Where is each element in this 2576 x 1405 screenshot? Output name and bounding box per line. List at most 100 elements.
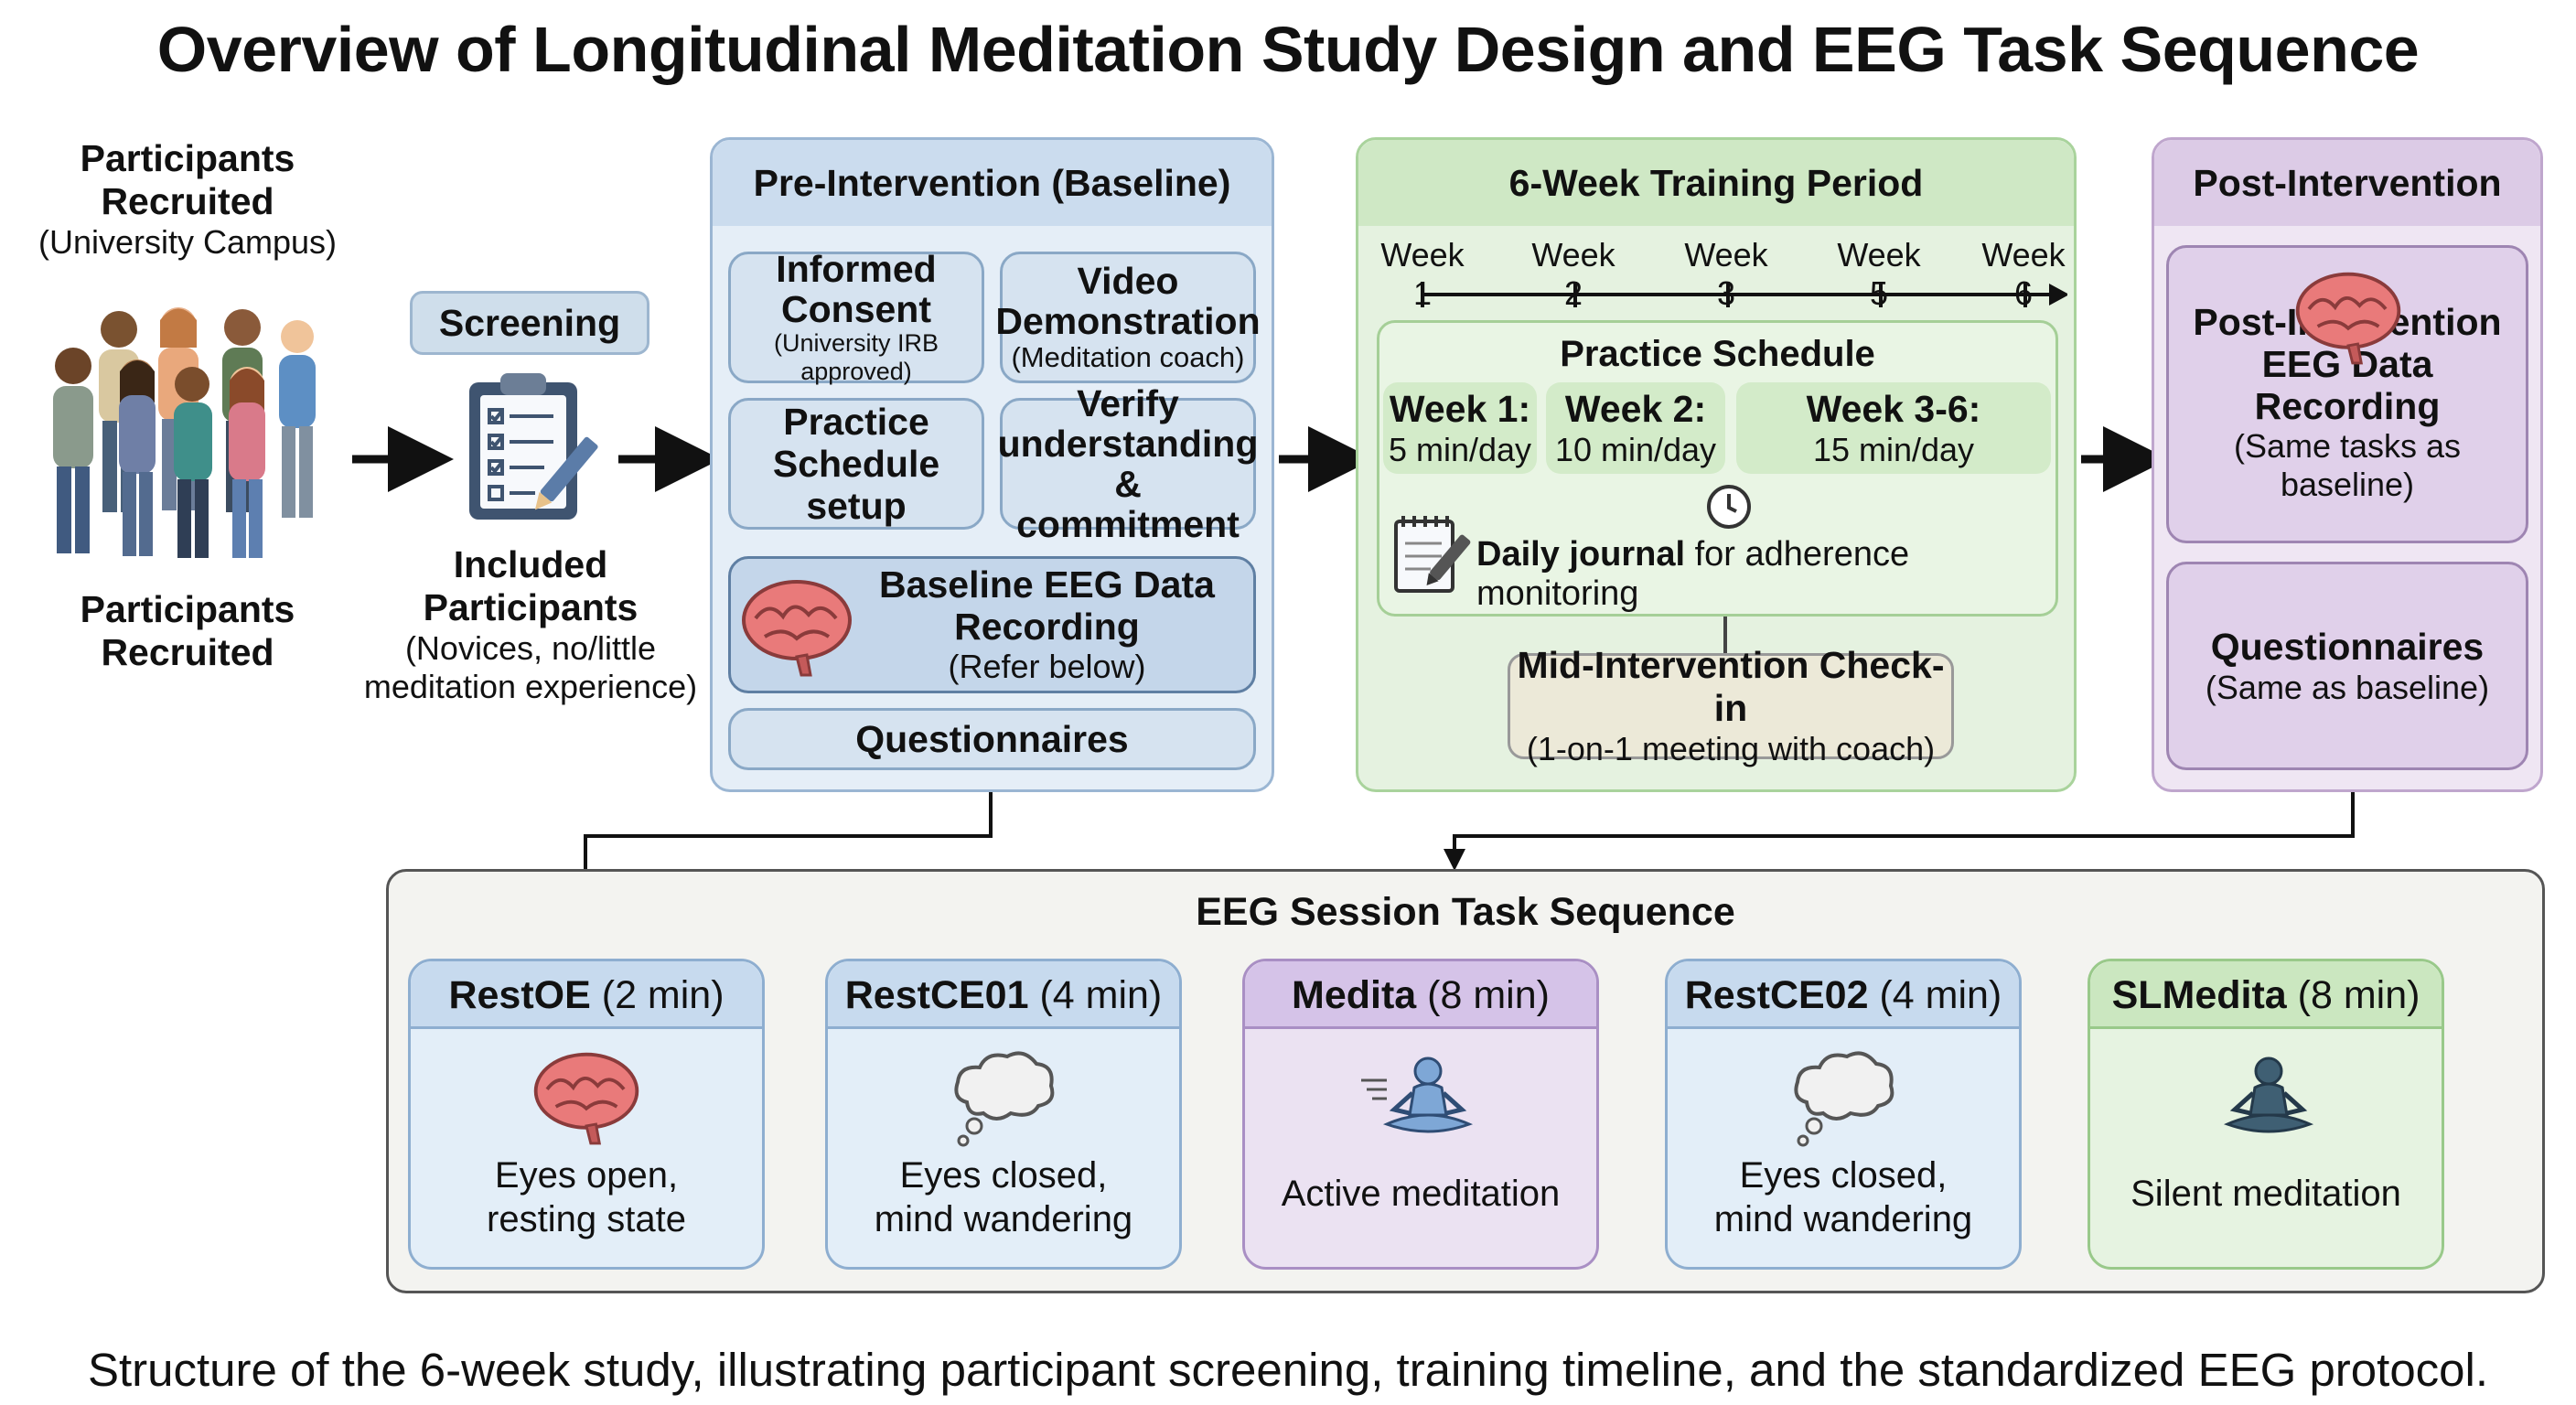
schedule-week1-value: 5 min/day [1388,430,1532,468]
week-label-5: Week 6 [1981,236,2066,312]
clock-icon [1707,485,1751,529]
pre-intervention-title: Pre-Intervention (Baseline) [713,140,1272,226]
schedule-week2-label: Week 2: [1564,387,1707,430]
clipboard-checklist-icon [469,373,598,520]
task-restoe-duration: (2 min) [590,973,724,1017]
task-restce02-line2: mind wandering [1713,1199,1973,1239]
task-restce01-name: RestCE01 [844,973,1029,1017]
arrow-post-to-eeg [1444,792,2355,871]
schedule-week3-6-label: Week 3-6: [1806,387,1981,430]
task-slmedita-head: SLMedita (8 min) [2090,961,2442,1029]
task-restce01: RestCE01 (4 min) Eyes closed, mind wande… [825,959,1182,1270]
video-line2: Demonstration [995,300,1261,342]
video-line1: Video [1077,260,1179,302]
task-restoe-head: RestOE (2 min) [411,961,762,1029]
practice-schedule-title: Practice Schedule [1560,334,1875,374]
pre-questionnaires-label: Questionnaires [855,717,1129,760]
figure-caption: Structure of the 6-week study, illustrat… [87,1344,2489,1396]
participants-group-icon [53,307,316,558]
informed-consent-box: Informed Consent (University IRB approve… [728,248,984,385]
post-intervention-title: Post-Intervention [2154,140,2540,226]
baseline-eeg-line2: Recording [954,606,1140,648]
task-medita-duration: (8 min) [1416,973,1550,1017]
recruit-top-line2: Recruited [101,180,274,222]
checkin-connector [1723,617,1727,653]
recruit-bottom-line1: Participants [80,588,295,630]
post-questionnaires-title: Questionnaires [2210,625,2485,668]
included-sub2: meditation experience) [363,668,698,705]
included-participants: Included Participants (Novices, no/littl… [348,543,714,706]
baseline-eeg-sub: (Refer below) [948,648,1146,685]
screening-box: Screening [410,291,649,355]
task-medita-head: Medita (8 min) [1245,961,1596,1029]
daily-journal-text: Daily journal for adherence monitoring [1476,535,2062,614]
consent-line1: Informed [776,248,937,290]
meditation-icon [1361,1056,1474,1133]
task-restce01-head: RestCE01 (4 min) [828,961,1179,1029]
journal-pen-icon [1394,516,1471,593]
task-medita-name: Medita [1292,973,1417,1017]
checkin-title: Mid-Intervention Check-in [1517,644,1945,729]
schedule-week2-value: 10 min/day [1554,430,1717,468]
included-sub1: (Novices, no/little [404,629,657,667]
practice-schedule-setup-box: Practice Schedule setup [728,398,984,530]
task-restce02-name: RestCE02 [1684,973,1869,1017]
schedule-week2: Week 2: 10 min/day [1546,382,1725,474]
daily-journal-rest: for adherence monitoring [1476,535,1910,613]
daily-journal-bold: Daily journal [1476,535,1686,574]
meditation-icon [2223,1056,2314,1133]
recruit-top-line1: Participants [80,137,295,179]
task-slmedita-duration: (8 min) [2286,973,2420,1017]
schedule-week1-label: Week 1: [1389,387,1531,430]
task-restce01-line1: Eyes closed, [899,1155,1108,1196]
video-sub: (Meditation coach) [1011,341,1245,373]
task-restoe: RestOE (2 min) Eyes open, resting state [408,959,765,1270]
included-line1: Included [453,543,608,585]
post-eeg-sub: (Same tasks as baseline) [2233,427,2462,503]
training-timeline [1421,282,2067,307]
baseline-eeg-line1: Baseline EEG Data [879,563,1215,606]
thought-cloud-icon [1794,1051,1894,1147]
screening-label: Screening [438,301,621,344]
task-restce02-line1: Eyes closed, [1739,1155,1948,1196]
recruit-top: Participants Recruited (University Campu… [9,137,366,262]
task-restoe-name: RestOE [448,973,591,1017]
recruit-bottom: Participants Recruited [9,588,366,674]
week-label-4: Week 5 [1837,236,1921,312]
task-slmedita: SLMedita (8 min) Silent meditation [2088,959,2444,1270]
included-line2: Participants [423,586,639,628]
baseline-eeg-box: Baseline EEG Data Recording (Refer below… [728,556,1256,693]
practice-line1: Practice [783,401,929,443]
task-restoe-line1: Eyes open, [494,1155,679,1196]
task-restce01-duration: (4 min) [1028,973,1163,1017]
practice-line2: Schedule setup [772,443,940,527]
consent-line2: Consent [781,288,931,330]
schedule-week1: Week 1: 5 min/day [1383,382,1537,474]
pre-questionnaires-box: Questionnaires [728,708,1256,770]
task-restce02-head: RestCE02 (4 min) [1668,961,2019,1029]
task-medita-line1: Active meditation [1281,1174,1561,1214]
task-slmedita-line1: Silent meditation [2131,1174,2401,1214]
verify-line1: Verify [1077,382,1179,424]
task-restce02: RestCE02 (4 min) Eyes closed, mind wande… [1665,959,2022,1270]
verify-understanding-box: Verify understanding & commitment [997,383,1259,544]
checkin-sub: (1-on-1 meeting with coach) [1526,730,1936,767]
training-period-title: 6-Week Training Period [1358,140,2074,226]
brain-icon [2295,272,2401,365]
brain-icon [533,1052,639,1145]
recruit-top-sub: (University Campus) [38,223,338,261]
post-questionnaires-box: Questionnaires (Same as baseline) [2166,562,2528,770]
post-questionnaires-sub: (Same as baseline) [2205,668,2490,706]
consent-sub: (University IRB approved) [773,329,939,385]
post-eeg-line2: EEG Data Recording [2254,343,2441,427]
schedule-week3-6: Week 3-6: 15 min/day [1736,382,2051,474]
schedule-week3-6-value: 15 min/day [1812,430,1975,468]
verify-line2: understanding [997,423,1259,465]
task-slmedita-name: SLMedita [2111,973,2287,1017]
week-label-3: Week 3 [1684,236,1768,312]
mid-intervention-checkin-box: Mid-Intervention Check-in (1-on-1 meetin… [1508,644,1954,767]
brain-icon [742,580,852,677]
week-label-2: Week 2 [1531,236,1615,312]
verify-line3: & commitment [1016,463,1240,545]
task-medita: Medita (8 min) Active meditation [1242,959,1599,1270]
